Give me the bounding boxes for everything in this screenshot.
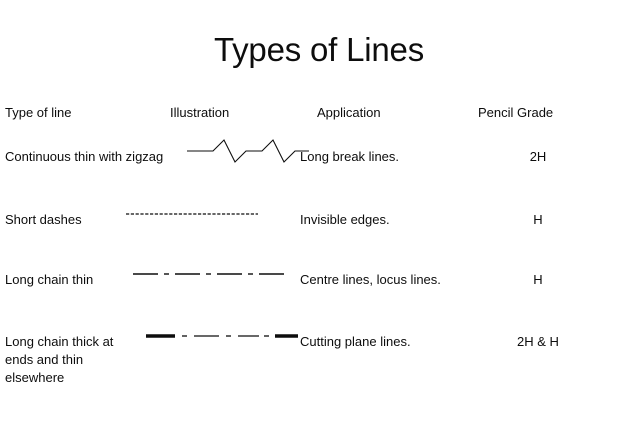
long-chain-thick-ends-line-icon	[146, 334, 298, 338]
row-type-of-line: Long chain thick at ends and thin elsewh…	[5, 334, 118, 385]
row-application: Invisible edges.	[300, 212, 390, 227]
row-type-of-line: Short dashes	[5, 212, 82, 227]
row-application: Cutting plane lines.	[300, 334, 411, 349]
row-pencil-grade: H	[533, 272, 543, 287]
row-pencil-grade: H	[533, 212, 543, 227]
header-illustration: Illustration	[170, 105, 230, 120]
row-application: Long break lines.	[300, 149, 400, 164]
page-title: Types of Lines	[214, 31, 424, 68]
illustration-zigzag-line	[185, 137, 310, 171]
header-application: Application	[317, 105, 381, 120]
header-type-of-line: Type of line	[5, 105, 72, 120]
row-type-of-line: Long chain thin	[5, 272, 94, 287]
row-type-of-line: Continuous thin with zigzag	[5, 149, 164, 164]
row-application: Centre lines, locus lines.	[300, 272, 441, 287]
row-pencil-grade: 2H	[529, 149, 547, 164]
row-pencil-grade: 2H & H	[517, 334, 559, 349]
zigzag-line-icon	[187, 139, 309, 163]
header-pencil-grade: Pencil Grade	[478, 105, 554, 120]
illustration-long-chain-thick-ends-line	[146, 322, 298, 356]
